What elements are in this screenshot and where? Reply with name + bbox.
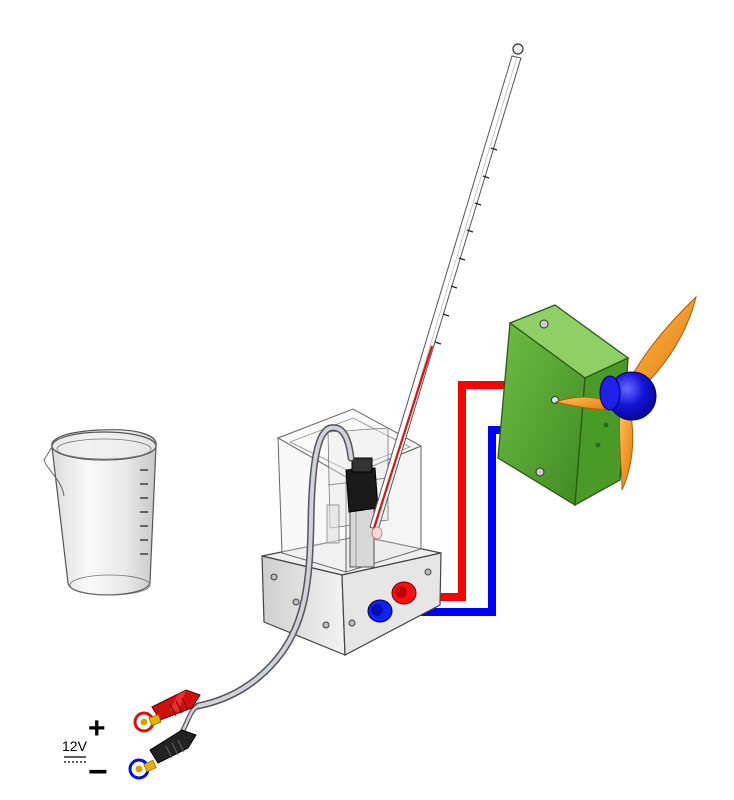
red-plug [133, 689, 201, 733]
red-socket [391, 581, 417, 605]
heater-probe [345, 457, 379, 568]
power-cable [179, 424, 355, 734]
fan-icon [554, 295, 697, 491]
motor-box [497, 304, 630, 507]
blue-socket [367, 599, 393, 623]
power-labels: + − 12V [62, 712, 108, 791]
voltage-label: 12V [62, 738, 88, 754]
plus-label: + [88, 712, 106, 745]
thermometer-icon [369, 43, 524, 540]
beaker-icon [43, 429, 157, 596]
black-plug [128, 729, 197, 780]
minus-label: − [88, 753, 108, 791]
